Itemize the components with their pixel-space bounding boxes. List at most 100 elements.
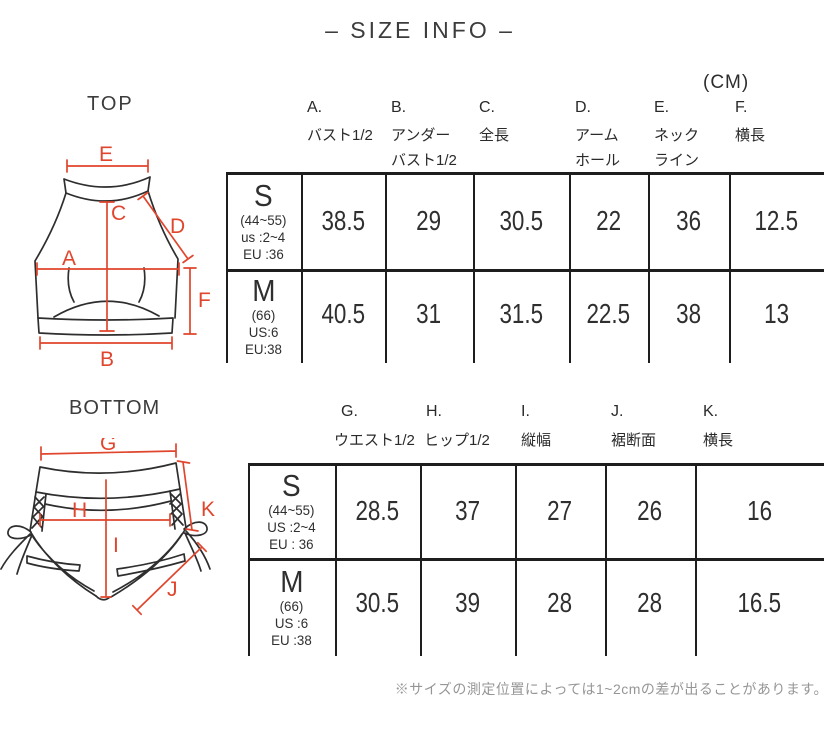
table-cell: 16.5 [695, 558, 824, 648]
table-line [515, 463, 517, 656]
cell-value: 16 [747, 494, 772, 526]
cell-value: 27 [547, 494, 573, 526]
unit-label: (CM) [703, 72, 750, 93]
bottom-size-cell-s: S (44~55) US :2~4 EU : 36 [248, 466, 335, 556]
table-line [248, 558, 824, 561]
top-col-letter-c: C. [479, 99, 495, 116]
table-cell: 31 [385, 269, 473, 359]
cell-value: 28 [637, 587, 663, 618]
size-us: US:6 [248, 324, 279, 340]
table-cell: 38.5 [301, 172, 385, 269]
cell-value: 12.5 [754, 204, 799, 236]
table-line [648, 172, 650, 363]
table-cell: 31.5 [473, 269, 569, 359]
measure-label-f: F [198, 289, 211, 312]
bottom-col-label-k: 横長 [703, 432, 734, 449]
table-cell: 36 [648, 172, 729, 269]
table-cell: 39 [420, 558, 515, 648]
cell-value: 30.5 [355, 587, 400, 618]
measure-line-h [39, 513, 171, 527]
bottom-col-letter-h: H. [426, 403, 442, 420]
top-col-letter-b: B. [391, 99, 407, 116]
cell-value: 37 [455, 494, 480, 526]
top-col-label-b1: アンダー [391, 127, 451, 144]
size-eu: EU:38 [245, 341, 282, 357]
table-cell: 16 [695, 463, 824, 558]
measure-label-a: A [62, 247, 76, 270]
bottom-col-letter-j: J. [611, 403, 624, 420]
table-line [473, 172, 475, 363]
top-col-label-d1: アーム [575, 127, 619, 144]
measure-line-c [99, 201, 115, 332]
measure-label-i: I [113, 534, 119, 557]
size-eu: EU :38 [271, 632, 312, 648]
table-cell: 13 [729, 269, 824, 359]
table-line [226, 269, 824, 272]
cell-value: 28.5 [355, 494, 400, 526]
size-eu: EU : 36 [269, 536, 314, 552]
size-note: (44~55) [268, 502, 315, 518]
measure-line-e [66, 159, 149, 173]
table-cell: 29 [385, 172, 473, 269]
table-cell: 30.5 [473, 172, 569, 269]
table-line [226, 172, 228, 363]
size-name: M [279, 564, 304, 599]
top-col-letter-a: A. [307, 99, 323, 116]
size-us: us :2~4 [241, 229, 286, 245]
bottom-col-letter-g: G. [341, 403, 358, 420]
top-col-label-d2: ホール [575, 152, 621, 169]
top-col-label-a: バスト1/2 [307, 127, 373, 144]
top-measurement-lines [36, 159, 197, 350]
size-name: S [254, 178, 273, 213]
table-line [301, 172, 303, 363]
table-line [729, 172, 731, 363]
table-cell: 28 [515, 558, 605, 648]
bottom-garment-drawing: G K H I J [0, 438, 215, 616]
cell-value: 31.5 [499, 298, 543, 329]
size-name: S [282, 468, 301, 503]
measure-line-d [137, 191, 194, 264]
cell-value: 22.5 [586, 298, 631, 329]
table-line [248, 463, 824, 466]
top-col-label-c: 全長 [479, 127, 510, 144]
bottom-col-label-j: 裾断面 [611, 432, 657, 449]
measure-label-e: E [99, 143, 113, 166]
table-cell: 38 [648, 269, 729, 359]
measure-line-a [36, 262, 180, 276]
size-name: M [251, 273, 276, 308]
cell-value: 31 [416, 298, 442, 329]
table-line [226, 172, 824, 175]
top-col-letter-d: D. [575, 99, 591, 116]
measure-line-b [39, 336, 173, 350]
top-col-label-e2: ライン [654, 152, 700, 169]
table-cell: 28 [605, 558, 695, 648]
top-col-label-f: 横長 [735, 127, 766, 144]
measure-label-b: B [100, 348, 114, 371]
table-line [695, 463, 697, 656]
table-cell: 12.5 [729, 172, 824, 269]
table-cell: 22.5 [569, 269, 648, 359]
size-eu: EU :36 [243, 246, 284, 262]
table-cell: 26 [605, 463, 695, 558]
size-note: (66) [251, 307, 276, 323]
bottom-col-letter-i: I. [521, 403, 530, 420]
table-line [605, 463, 607, 656]
measure-line-j [131, 541, 208, 616]
measure-line-g [40, 443, 177, 461]
page-title: – SIZE INFO – [325, 17, 515, 43]
top-col-letter-f: F. [735, 99, 748, 116]
bottom-col-label-h: ヒップ1/2 [424, 432, 490, 449]
size-note: (66) [279, 598, 304, 614]
measure-label-h: H [72, 499, 87, 522]
table-cell: 30.5 [335, 558, 420, 648]
bottom-size-cell-m: M (66) US :6 EU :38 [248, 561, 335, 653]
top-size-cell-s: S (44~55) us :2~4 EU :36 [226, 174, 301, 268]
size-us: US :6 [274, 615, 309, 631]
measure-line-k [176, 460, 199, 532]
bottom-measurement-lines [39, 443, 208, 616]
top-size-cell-m: M (66) US:6 EU:38 [226, 272, 301, 360]
table-line [385, 172, 387, 363]
cell-value: 28 [547, 587, 573, 618]
measure-label-g: G [100, 438, 116, 455]
